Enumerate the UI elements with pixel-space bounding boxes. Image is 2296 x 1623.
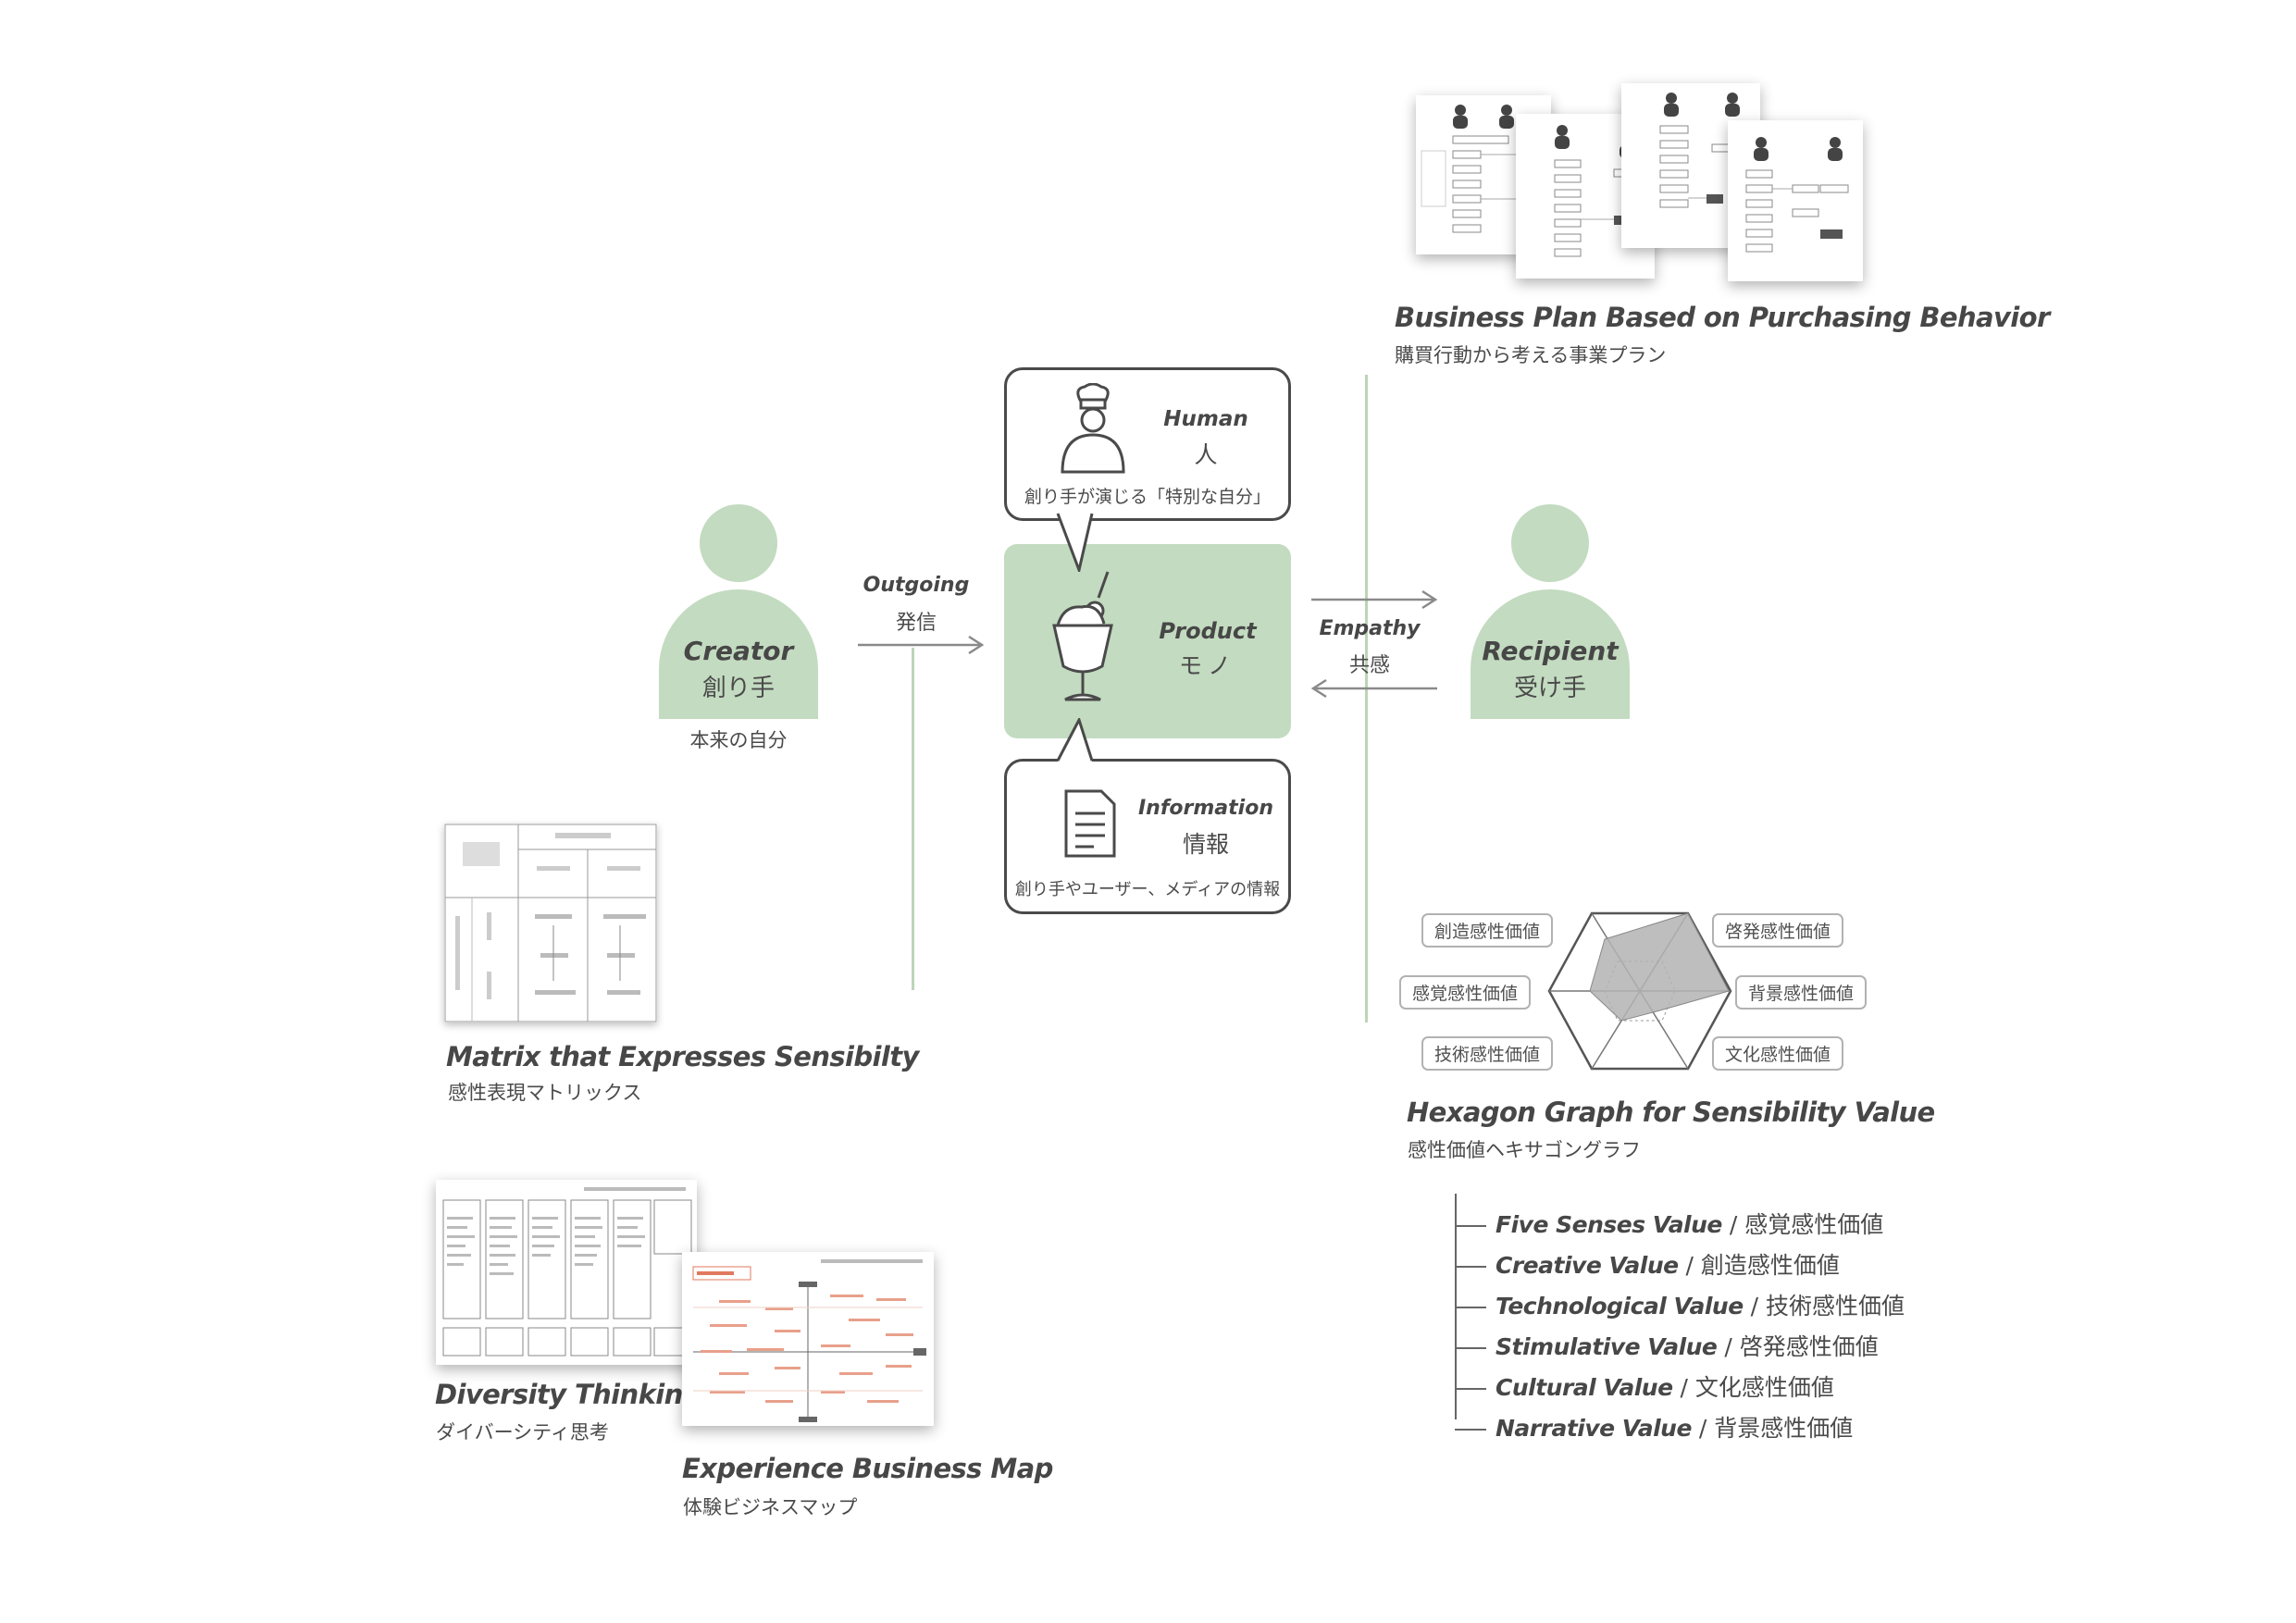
empathy-label-en: Empathy [1319,617,1421,640]
diversity-title-en: Diversity Thinking [435,1379,701,1410]
value-item-en: Five Senses Value [1496,1211,1722,1238]
green-divider-left [912,648,914,990]
value-item-tick [1455,1225,1486,1227]
experience-title-en: Experience Business Map [682,1453,1053,1484]
hexagon-chart [1547,911,1732,1071]
empathy-arrow-left [1310,678,1437,699]
matrix-title-jp: 感性表現マトリックス [448,1082,642,1104]
value-item-en: Stimulative Value [1496,1333,1718,1360]
business-plan-title-en: Business Plan Based on Purchasing Behavi… [1395,302,2050,333]
value-item: Cultural Value / 文化感性価値 [1455,1369,1834,1403]
value-item-jp: 感覚感性価値 [1744,1211,1884,1238]
value-item-jp: 創造感性価値 [1700,1252,1840,1279]
value-item-tick [1455,1266,1486,1268]
empathy-label-jp: 共感 [1348,654,1390,677]
value-item: Narrative Value / 背景感性価値 [1455,1410,1853,1443]
value-item: Stimulative Value / 啓発感性価値 [1455,1329,1879,1362]
diversity-title-jp: ダイバーシティ思考 [436,1421,609,1443]
value-item-jp: 背景感性価値 [1714,1415,1854,1442]
product-label-jp: モノ [1178,652,1236,679]
experience-title-jp: 体験ビジネスマップ [683,1496,858,1518]
human-label-en: Human [1163,407,1248,431]
value-item-en: Creative Value [1496,1252,1679,1279]
value-item-separator: / [1691,1415,1715,1442]
information-bubble-tail [1056,718,1094,762]
creator-figure: Creator 創り手 [659,504,818,719]
hexagon-tag-mid-right: 背景感性価値 [1735,975,1868,1010]
human-bubble: Human 人 創り手が演じる「特別な自分」 [1004,367,1291,521]
outgoing-label-en: Outgoing [863,574,970,597]
value-legend: Five Senses Value / 感覚感性価値 Creative Valu… [1455,1194,1917,1442]
value-item-jp: 技術感性価値 [1765,1293,1905,1319]
recipient-label-jp: 受け手 [1513,675,1586,702]
business-plan-sheet-4 [1728,120,1863,281]
matrix-title-en: Matrix that Expresses Sensibilty [446,1041,919,1072]
hexagon-tag-top-right: 啓発感性価値 [1712,913,1844,948]
recipient-label-en: Recipient [1482,636,1619,666]
business-plan-title-jp: 購買行動から考える事業プラン [1395,344,1667,366]
matrix-thumbnail [444,824,657,1022]
empathy-arrow-right [1311,589,1438,610]
hexagon-title-en: Hexagon Graph for Sensibility Value [1407,1096,1935,1128]
information-label-en: Information [1138,797,1273,820]
creator-label-jp: 創り手 [701,675,775,702]
value-item-tick [1455,1347,1486,1349]
parfait-glass-icon [1052,571,1113,701]
hexagon-tag-bottom-right: 文化感性価値 [1712,1036,1844,1071]
value-item-en: Cultural Value [1496,1374,1673,1401]
information-bubble: Information 情報 創り手やユーザー、メディアの情報 [1004,759,1291,914]
value-item: Technological Value / 技術感性価値 [1455,1288,1905,1321]
chef-icon [1061,383,1125,474]
hexagon-title-jp: 感性価値ヘキサゴングラフ [1408,1139,1641,1161]
value-item-en: Technological Value [1496,1293,1744,1319]
creator-head [700,504,777,582]
green-divider-right [1365,375,1368,1022]
information-label-jp: 情報 [1182,831,1229,858]
diversity-thinking-thumbnail [436,1180,697,1365]
hexagon-tag-bottom-left: 技術感性価値 [1421,1036,1554,1071]
value-item-jp: 啓発感性価値 [1739,1333,1879,1360]
outgoing-label-jp: 発信 [895,612,937,635]
document-icon [1064,789,1116,858]
human-bubble-tail [1056,513,1094,572]
value-item-separator: / [1721,1211,1745,1238]
creator-caption: 本来の自分 [689,729,788,751]
value-item-jp: 文化感性価値 [1694,1374,1834,1401]
value-item-en: Narrative Value [1496,1415,1692,1442]
recipient-head [1511,504,1589,582]
hexagon-tag-top-left: 創造感性価値 [1421,913,1554,948]
value-item-separator: / [1678,1252,1701,1279]
value-item-separator: / [1672,1374,1695,1401]
value-item-separator: / [1717,1333,1740,1360]
value-item-tick [1455,1429,1486,1431]
value-item-separator: / [1743,1293,1766,1319]
recipient-figure: Recipient 受け手 [1471,504,1630,719]
information-caption: 創り手やユーザー、メディアの情報 [1014,880,1281,899]
product-box: Product モノ [1004,544,1291,738]
hexagon-tag-mid-left: 感覚感性価値 [1399,975,1532,1010]
creator-label-en: Creator [683,636,794,666]
value-item-tick [1455,1388,1486,1390]
creator-body [659,589,818,719]
experience-map-thumbnail [682,1252,934,1426]
value-item: Five Senses Value / 感覚感性価値 [1455,1207,1883,1240]
recipient-body [1471,589,1630,719]
human-label-jp: 人 [1194,441,1218,468]
value-item: Creative Value / 創造感性価値 [1455,1247,1840,1281]
outgoing-arrow [858,635,985,655]
human-caption: 創り手が演じる「特別な自分」 [1024,487,1271,507]
value-item-tick [1455,1307,1486,1308]
product-label-en: Product [1159,618,1257,644]
